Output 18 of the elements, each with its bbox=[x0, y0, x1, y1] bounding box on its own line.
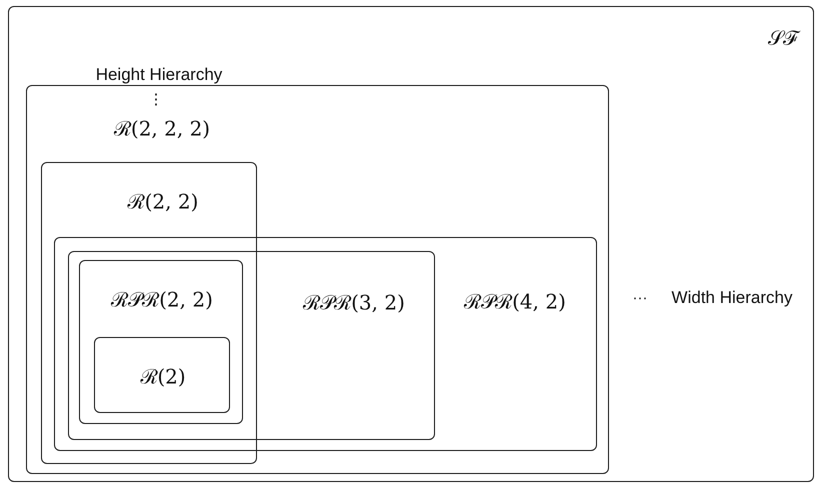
hierarchy-label: ⋮ bbox=[148, 90, 164, 108]
hierarchy-box bbox=[41, 162, 257, 464]
hierarchy-box bbox=[68, 251, 435, 440]
class-label: ℛ𝒫ℛ(4, 2) bbox=[464, 288, 566, 314]
hierarchy-box bbox=[94, 337, 230, 413]
class-label: 𝒮ℱ bbox=[768, 26, 798, 50]
hierarchy-box bbox=[54, 237, 597, 451]
hierarchy-label: Height Hierarchy bbox=[96, 65, 222, 85]
hierarchy-box bbox=[79, 260, 243, 424]
class-label: ℛ(2, 2) bbox=[128, 188, 198, 214]
class-label: ℛ(2, 2, 2) bbox=[114, 116, 210, 142]
hierarchy-box bbox=[26, 85, 609, 474]
hierarchy-label: ··· bbox=[632, 290, 648, 306]
class-label: ℛ𝒫ℛ(2, 2) bbox=[111, 286, 213, 312]
class-label: ℛ(2) bbox=[140, 364, 186, 390]
hierarchy-label: Width Hierarchy bbox=[672, 288, 792, 308]
class-label: ℛ𝒫ℛ(3, 2) bbox=[303, 290, 405, 316]
hierarchy-box bbox=[8, 6, 814, 482]
